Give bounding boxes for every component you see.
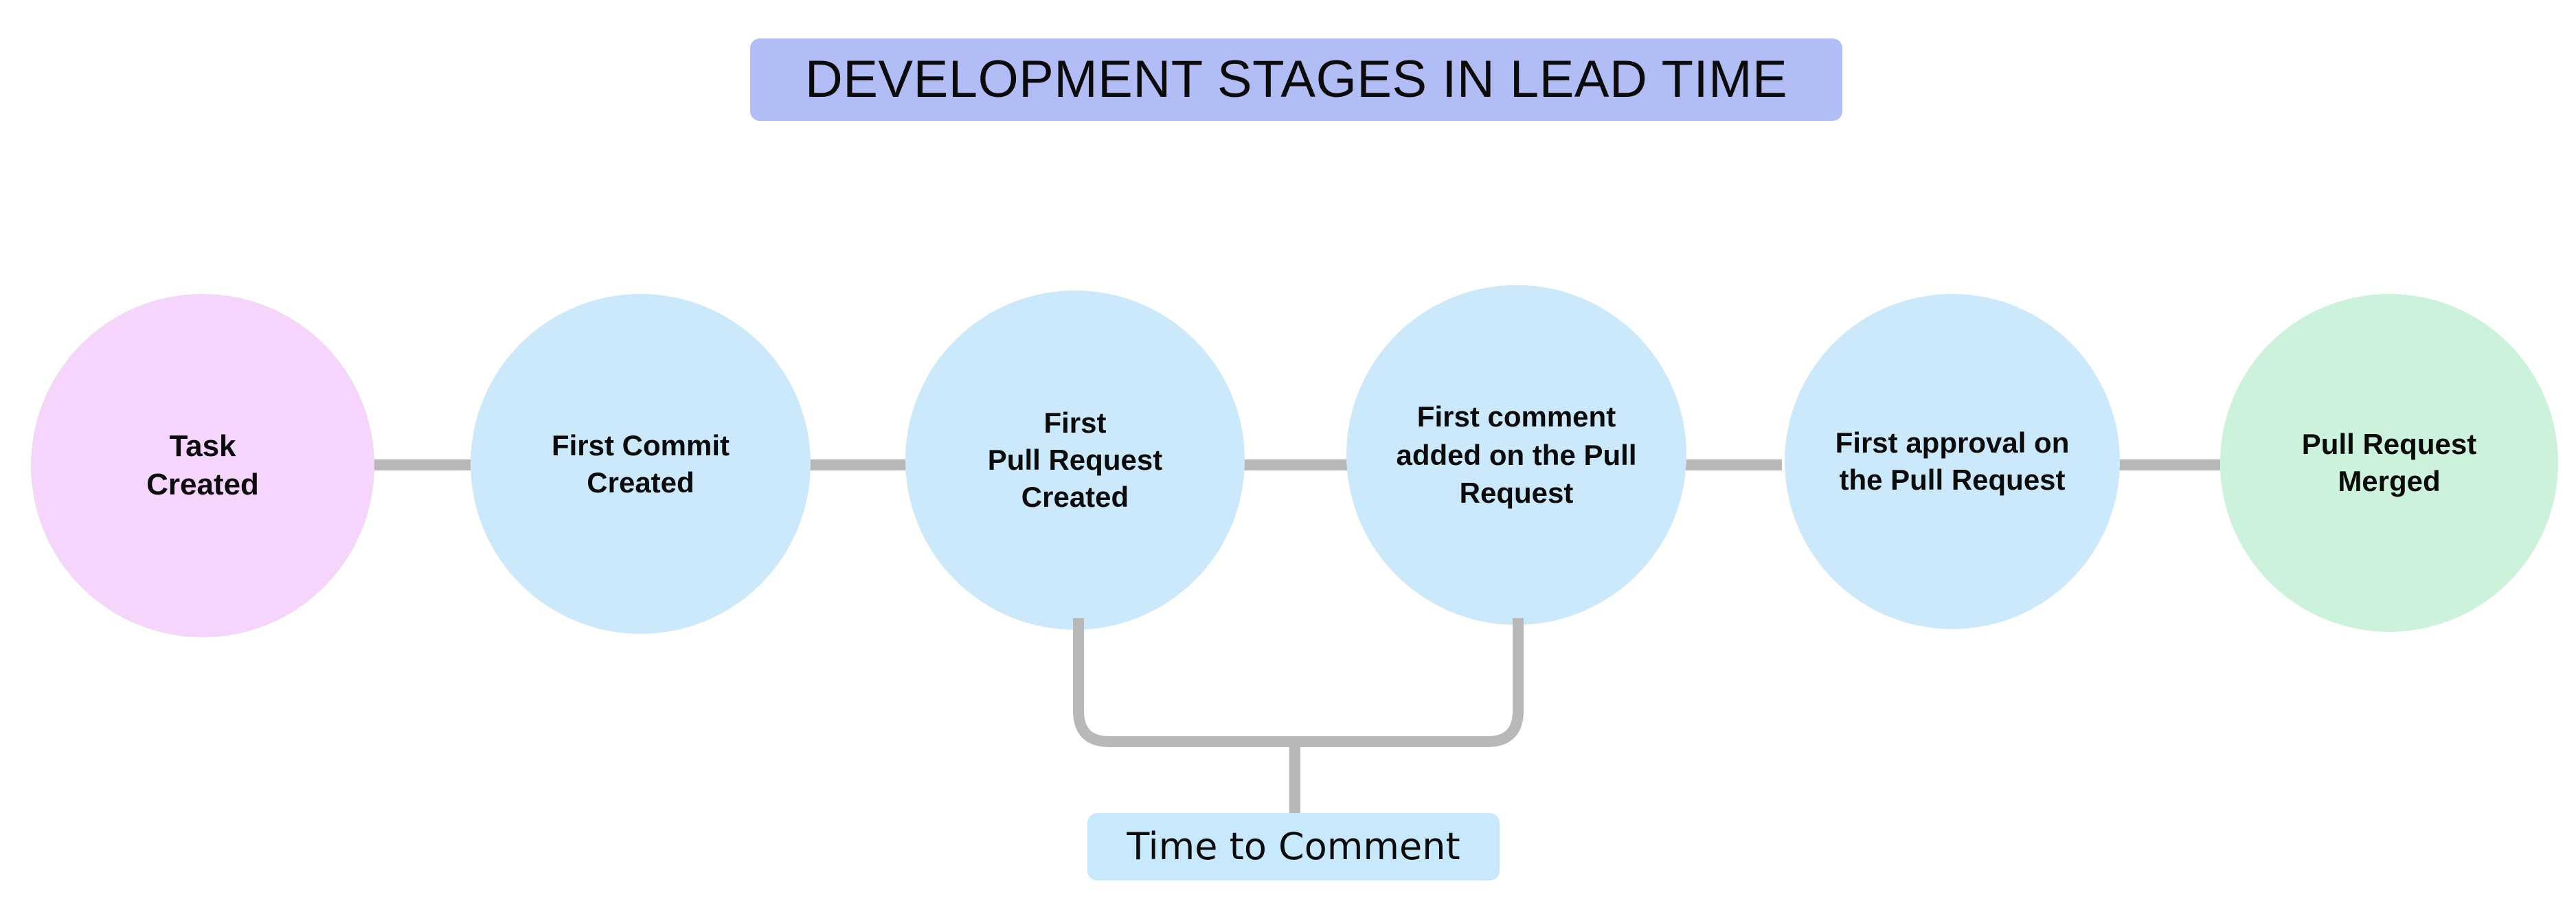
node-first-pull-request-created[interactable]: First Pull Request Created: [905, 290, 1245, 630]
connector-task-to-commit: [373, 459, 476, 470]
node-label-first-comment-added-on-pull-request: First comment added on the Pull Request: [1396, 400, 1637, 510]
node-first-approval-on-pull-request[interactable]: First approval on the Pull Request: [1785, 294, 2120, 629]
node-label-first-approval-on-pull-request: First approval on the Pull Request: [1835, 426, 2070, 496]
edge-label-text: Time to Comment: [1127, 825, 1460, 868]
bracket-path: [1073, 618, 1524, 747]
node-label-first-commit-created: First Commit Created: [551, 429, 730, 499]
page-title: DEVELOPMENT STAGES IN LEAD TIME: [804, 50, 1788, 109]
node-label-task-created: Task Created: [146, 429, 259, 501]
node-label-first-pull-request-created: First Pull Request Created: [987, 407, 1163, 513]
node-task-created[interactable]: Task Created: [31, 294, 374, 637]
diagram-title-banner: DEVELOPMENT STAGES IN LEAD TIME: [750, 38, 1842, 121]
node-first-commit-created[interactable]: First Commit Created: [471, 294, 811, 634]
connector-pr-to-comment: [1239, 459, 1352, 470]
node-pull-request-merged[interactable]: Pull Request Merged: [2220, 294, 2558, 632]
connector-approval-to-merged: [2110, 459, 2220, 470]
connector-commit-to-pr: [809, 459, 911, 470]
node-first-comment-added-on-pull-request[interactable]: First comment added on the Pull Request: [1346, 285, 1686, 625]
edge-label-time-to-comment[interactable]: Time to Comment: [1087, 813, 1500, 880]
node-label-pull-request-merged: Pull Request Merged: [2301, 428, 2477, 497]
connector-comment-to-approval: [1677, 459, 1782, 470]
bracket-stem: [1289, 742, 1300, 816]
